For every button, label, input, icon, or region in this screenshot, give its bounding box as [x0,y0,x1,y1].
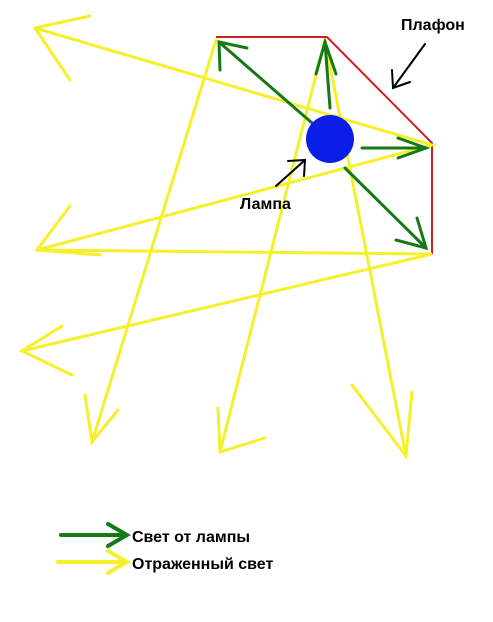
lamp-arrowhead-right [396,136,431,160]
legend: Свет от лампы Отраженный свет [56,522,273,575]
shade-label-arrowhead [391,69,411,90]
lamp-arrowhead-down-right [394,216,429,251]
lamp-ray-up [323,40,332,110]
reflected-arrowhead-mid-left [34,204,102,257]
lamp-arrowhead-up-left [217,40,249,72]
reflected-arrowhead-down-3 [350,383,414,460]
legend-reflected-light-label: Отраженный свет [132,556,273,573]
reflected-ray-down-2 [218,38,327,454]
reflected-arrowhead-top-left [32,14,92,82]
lamp-label-arrow [275,159,306,187]
reflected-ray-down-3 [323,38,408,458]
label-arrows [275,43,426,187]
legend-reflected-light-arrow [56,549,131,575]
reflected-arrowhead-down-1 [83,393,120,446]
shade-outline [216,36,433,254]
legend-lamp-light-arrow [59,522,131,548]
reflected-light-rays [18,14,438,460]
lamp-label-arrowhead [287,158,307,177]
reflected-arrowhead-down-2 [216,406,267,455]
lamp-arrowhead-up [314,36,338,76]
legend-lamp-light-label: Свет от лампы [132,529,250,546]
lamp-ray-up-left [217,40,314,125]
lamp-bulb [306,115,354,163]
reflected-arrowhead-low-left [18,324,74,377]
reflected-ray-down-1 [90,38,218,444]
shade-label-arrow [392,43,426,89]
reflected-ray-zigzag [20,26,438,353]
lamp-ray-down-right [343,166,428,250]
lamp-light-rays [217,36,431,251]
lamp-label: Лампа [240,196,291,213]
shade-label: Плафон [401,17,465,34]
